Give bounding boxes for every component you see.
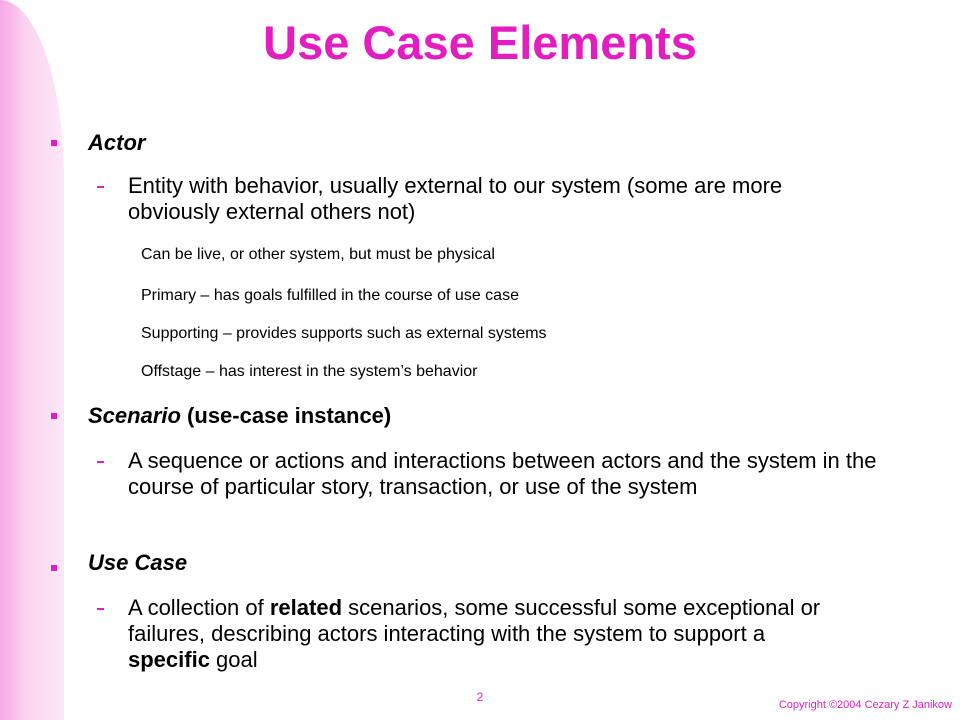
bullet-icon — [51, 413, 57, 419]
actor-detail-4: Offstage – has interest in the system’s … — [141, 363, 478, 380]
bullet-icon — [51, 565, 57, 571]
heading-actor: Actor — [88, 130, 146, 155]
dash-icon — [97, 186, 104, 188]
slide-title: Use Case Elements — [263, 16, 697, 69]
scenario-definition: A sequence or actions and interactions b… — [128, 448, 877, 499]
decorative-side-bar — [0, 0, 64, 720]
dash-icon — [97, 608, 104, 610]
actor-definition: Entity with behavior, usually external t… — [128, 173, 783, 224]
copyright-notice: Copyright ©2004 Cezary Z Janikow — [778, 699, 952, 711]
bullet-icon — [51, 140, 57, 146]
use-case-definition: A collection of related scenarios, some … — [128, 595, 821, 672]
actor-detail-2: Primary – has goals fulfilled in the cou… — [141, 287, 519, 304]
page-number: 2 — [476, 690, 484, 704]
actor-detail-3: Supporting – provides supports such as e… — [141, 325, 547, 342]
heading-use-case: Use Case — [88, 550, 188, 575]
actor-detail-1: Can be live, or other system, but must b… — [141, 246, 495, 263]
dash-icon — [97, 461, 104, 463]
heading-scenario: Scenario (use-case instance) — [88, 403, 392, 428]
